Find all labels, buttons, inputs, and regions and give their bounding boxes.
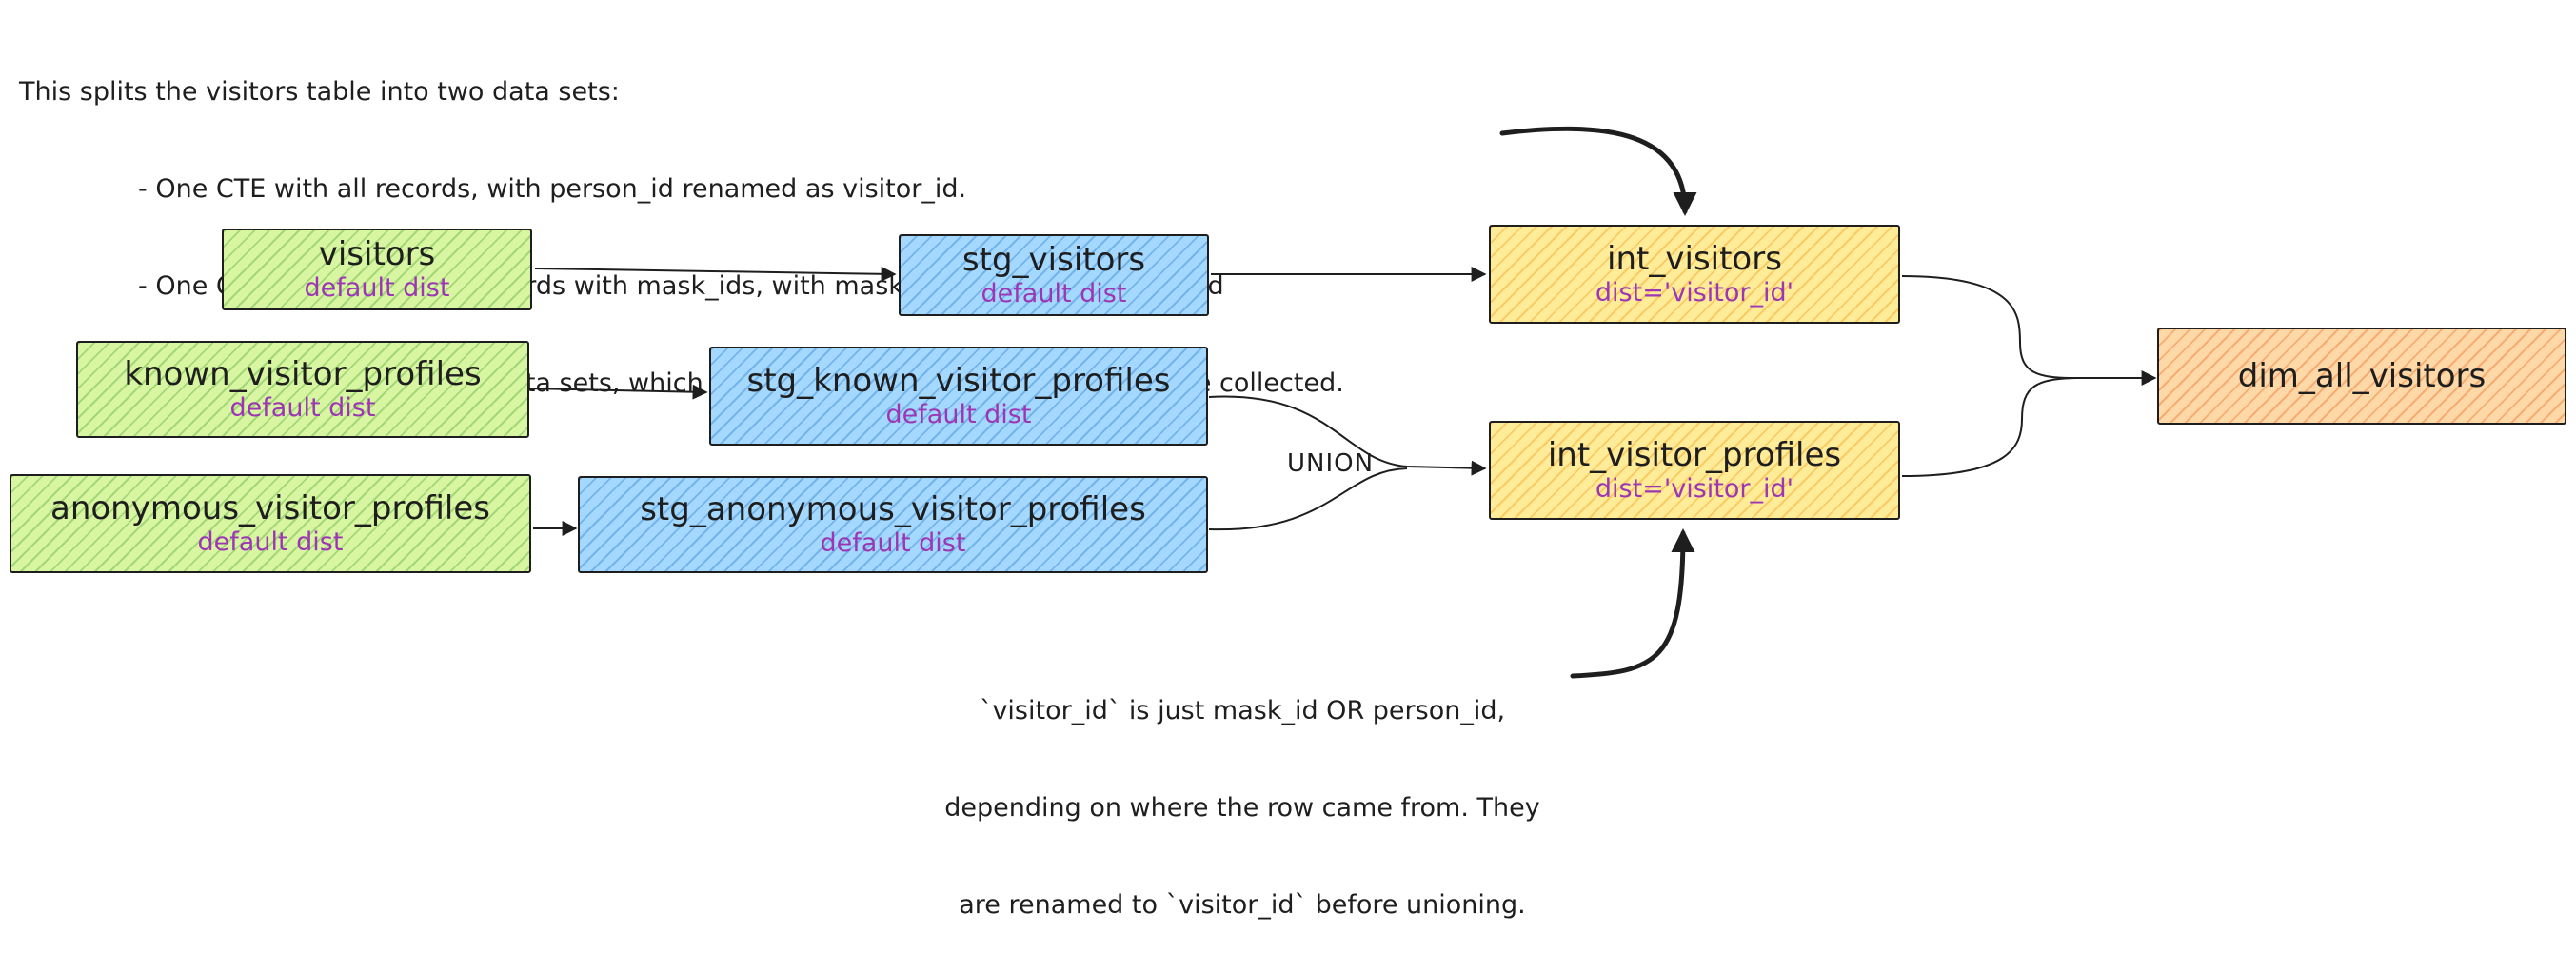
node-int-visitors[interactable]: int_visitors dist='visitor_id' bbox=[1489, 225, 1900, 324]
edges-layer bbox=[528, 126, 2157, 679]
node-visitors[interactable]: visitors default dist bbox=[222, 229, 532, 310]
node-dist: default dist bbox=[197, 527, 344, 557]
edge-stg-known-to-int-profiles bbox=[1208, 395, 1487, 476]
node-dist: default dist bbox=[885, 400, 1032, 429]
note-top-heading: This splits the visitors table into two … bbox=[19, 77, 620, 107]
union-label: UNION bbox=[1287, 449, 1375, 478]
node-name: anonymous_visitor_profiles bbox=[50, 489, 490, 527]
node-dist: default dist bbox=[304, 273, 450, 303]
node-name: dim_all_visitors bbox=[2237, 357, 2487, 395]
edge-known-to-stg-known bbox=[528, 384, 708, 400]
edge-visitors-to-stg-visitors bbox=[534, 266, 897, 282]
node-name: stg_visitors bbox=[961, 241, 1146, 279]
node-dist: default dist bbox=[981, 279, 1127, 308]
edge-stg-anonymous-to-int-profiles bbox=[1208, 467, 1408, 531]
node-int-visitor-profiles[interactable]: int_visitor_profiles dist='visitor_id' bbox=[1489, 421, 1900, 520]
node-dim-all-visitors[interactable]: dim_all_visitors bbox=[2157, 328, 2566, 425]
note-bottom-line: are renamed to `visitor_id` before union… bbox=[959, 890, 1526, 920]
node-dist: default dist bbox=[229, 393, 376, 423]
node-name: stg_anonymous_visitor_profiles bbox=[640, 490, 1146, 528]
edge-int-profiles-to-dim bbox=[1901, 377, 2076, 477]
node-name: visitors bbox=[318, 235, 436, 273]
node-name: known_visitor_profiles bbox=[124, 355, 482, 393]
note-bottom-line: `visitor_id` is just mask_id OR person_i… bbox=[979, 696, 1506, 725]
note-bottom: `visitor_id` is just mask_id OR person_i… bbox=[914, 630, 1571, 954]
node-name: int_visitors bbox=[1607, 240, 1782, 278]
node-dist: dist='visitor_id' bbox=[1595, 474, 1794, 504]
node-name: int_visitor_profiles bbox=[1547, 436, 1842, 474]
annotation-arrow-top bbox=[1499, 126, 1697, 216]
node-anonymous-visitor-profiles[interactable]: anonymous_visitor_profiles default dist bbox=[10, 474, 531, 573]
note-bottom-line: depending on where the row came from. Th… bbox=[944, 793, 1540, 823]
node-stg-known-visitor-profiles[interactable]: stg_known_visitor_profiles default dist bbox=[709, 347, 1208, 446]
node-dist: dist='visitor_id' bbox=[1595, 278, 1794, 308]
node-stg-visitors[interactable]: stg_visitors default dist bbox=[899, 234, 1209, 316]
note-top-bullet: - One CTE with all records, with person_… bbox=[138, 174, 967, 204]
edge-int-visitors-to-dim bbox=[1901, 275, 2157, 386]
node-dist: default dist bbox=[820, 528, 966, 558]
node-name: stg_known_visitor_profiles bbox=[746, 362, 1171, 400]
node-known-visitor-profiles[interactable]: known_visitor_profiles default dist bbox=[76, 341, 529, 438]
annotation-arrow-bottom bbox=[1570, 528, 1695, 679]
node-stg-anonymous-visitor-profiles[interactable]: stg_anonymous_visitor_profiles default d… bbox=[578, 476, 1208, 573]
